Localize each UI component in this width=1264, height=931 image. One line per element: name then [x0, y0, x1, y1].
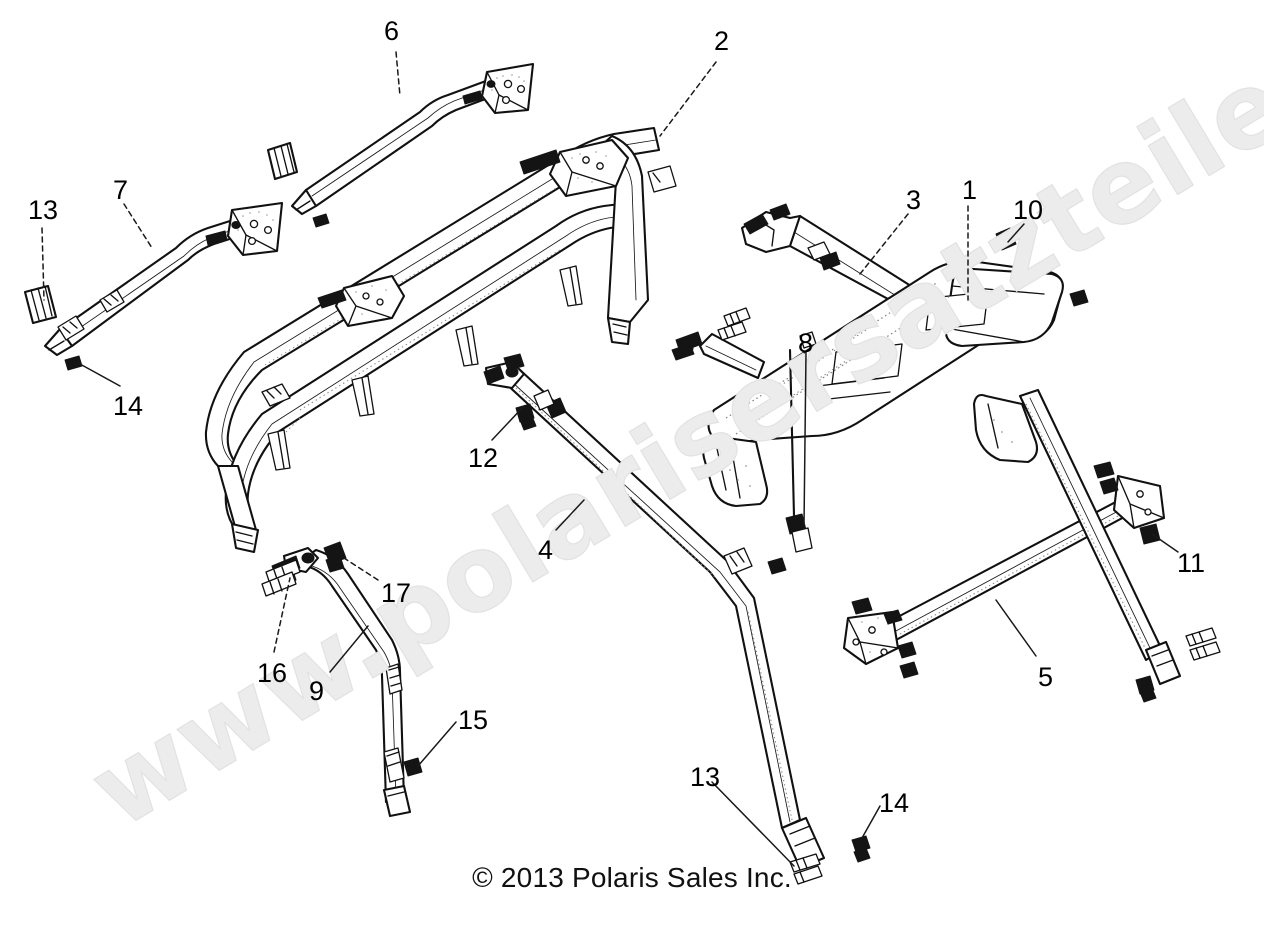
leader-5: [995, 599, 1037, 657]
leader-7: [123, 203, 153, 249]
part-2-roll-cage-main-hoop: [204, 126, 677, 554]
callout-16: 16: [257, 658, 288, 688]
callout-14-upper: 14: [113, 391, 144, 421]
leader-14b: [861, 805, 881, 839]
misc-hardware: [515, 403, 537, 431]
part-4-front-diagonal-brace: [483, 353, 871, 885]
leader-3: [859, 213, 909, 275]
callout-17: 17: [381, 578, 412, 608]
callout-14-lower: 14: [879, 788, 910, 818]
callout-15: 15: [458, 705, 489, 735]
callout-12: 12: [468, 443, 499, 473]
part-6-upper-side-tube: [266, 62, 535, 228]
leader-11: [1151, 533, 1179, 553]
callout-9: 9: [309, 676, 325, 706]
leader-10: [1007, 223, 1025, 243]
leader-15: [417, 721, 457, 767]
part-1-dash-panel: [701, 227, 1089, 508]
leader-13a: [41, 227, 45, 301]
callout-4: 4: [538, 535, 554, 565]
leader-2: [659, 61, 717, 137]
callout-3: 3: [906, 185, 922, 215]
leader-14a: [79, 363, 121, 387]
leader-4: [555, 499, 585, 531]
leader-12: [491, 405, 525, 441]
leader-17: [343, 557, 379, 581]
leader-9: [329, 625, 369, 673]
leader-6: [395, 51, 401, 97]
callout-2: 2: [714, 26, 730, 56]
callout-13-lower: 13: [690, 762, 721, 792]
callout-1: 1: [962, 175, 978, 205]
leader-8: [803, 351, 807, 527]
callout-5: 5: [1038, 662, 1054, 692]
callout-7: 7: [113, 175, 129, 205]
callout-10: 10: [1013, 195, 1044, 225]
part-9-lower-front-post: [261, 541, 423, 818]
leader-16: [273, 577, 291, 653]
callout-11: 11: [1177, 548, 1206, 578]
right-frame-rail: [1018, 388, 1221, 703]
callout-13-upper: 13: [28, 195, 59, 225]
part-7-upper-side-tube: [23, 201, 284, 371]
part-8-short-link-tube: [671, 307, 817, 575]
copyright-notice: © 2013 Polaris Sales Inc.: [472, 862, 792, 893]
leader-13b: [711, 781, 795, 867]
callout-6: 6: [384, 16, 400, 46]
callout-8: 8: [798, 328, 814, 358]
